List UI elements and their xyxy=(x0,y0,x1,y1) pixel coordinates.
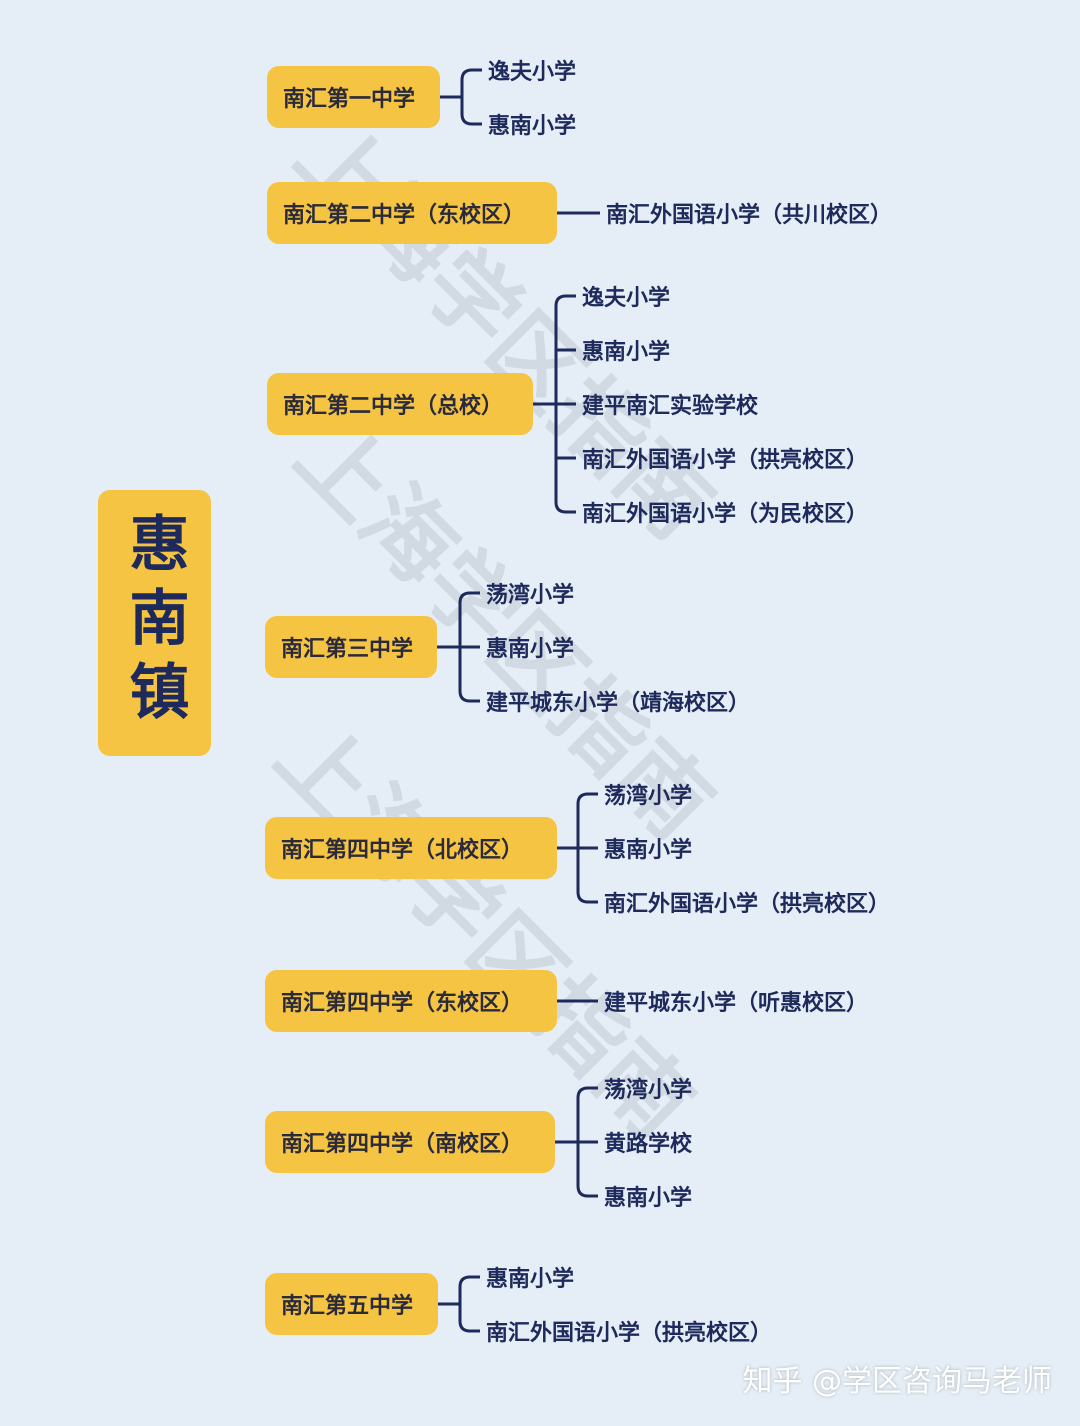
middle-school-box: 南汇第三中学 xyxy=(265,616,437,678)
bracket-connector xyxy=(533,294,576,514)
bracket-connector xyxy=(440,68,482,126)
primary-school-item: 南汇外国语小学（拱亮校区） xyxy=(582,448,869,473)
primary-school-item: 逸夫小学 xyxy=(582,286,671,311)
primary-school-item: 黄路学校 xyxy=(604,1132,693,1157)
primary-school-item: 荡湾小学 xyxy=(604,784,693,809)
primary-school-item: 南汇外国语小学（拱亮校区） xyxy=(604,892,891,917)
town-title: 惠南镇 xyxy=(119,512,189,734)
primary-school-item: 建平城东小学（靖海校区） xyxy=(486,691,751,716)
primary-school-item: 荡湾小学 xyxy=(486,583,575,608)
bracket-connector xyxy=(438,1275,480,1333)
middle-school-box: 南汇第五中学 xyxy=(265,1273,438,1335)
bracket-connector xyxy=(437,591,480,703)
primary-school-item: 惠南小学 xyxy=(604,1186,693,1211)
primary-school-item: 逸夫小学 xyxy=(488,60,577,85)
primary-school-item: 惠南小学 xyxy=(582,340,671,365)
middle-school-box: 南汇第二中学（总校） xyxy=(267,373,533,435)
town-title-box: 惠南镇 xyxy=(98,490,211,756)
primary-school-item: 惠南小学 xyxy=(486,1267,575,1292)
primary-school-item: 惠南小学 xyxy=(488,114,577,139)
primary-school-item: 惠南小学 xyxy=(604,838,693,863)
primary-school-item: 建平南汇实验学校 xyxy=(582,394,759,419)
bracket-connector xyxy=(557,792,598,904)
primary-school-item: 南汇外国语小学（为民校区） xyxy=(582,502,869,527)
primary-school-item: 南汇外国语小学（拱亮校区） xyxy=(486,1321,773,1346)
primary-school-item: 惠南小学 xyxy=(486,637,575,662)
middle-school-box: 南汇第一中学 xyxy=(267,66,440,128)
middle-school-box: 南汇第二中学（东校区） xyxy=(267,182,557,244)
primary-school-item: 南汇外国语小学（共川校区） xyxy=(606,203,893,228)
middle-school-box: 南汇第四中学（南校区） xyxy=(265,1111,555,1173)
footer-credit: 知乎 @学区咨询马老师 xyxy=(742,1364,1052,1399)
middle-school-box: 南汇第四中学（东校区） xyxy=(265,970,557,1032)
primary-school-item: 建平城东小学（听惠校区） xyxy=(604,991,869,1016)
middle-school-box: 南汇第四中学（北校区） xyxy=(265,817,557,879)
bracket-connector xyxy=(555,1086,598,1198)
primary-school-item: 荡湾小学 xyxy=(604,1078,693,1103)
